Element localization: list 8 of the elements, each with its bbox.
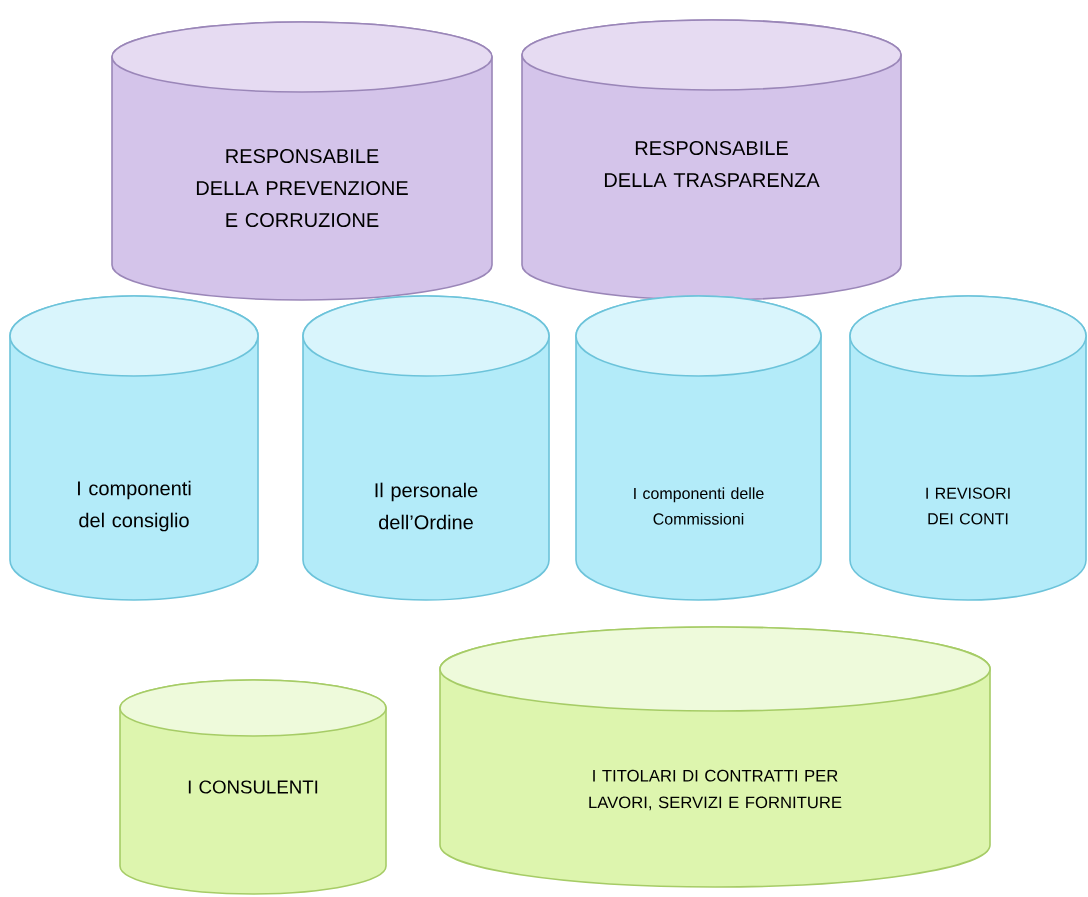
storage-cylinder: I componenti del consiglio <box>9 295 259 601</box>
storage-cylinder: I REVISORI DEI CONTI <box>849 295 1087 601</box>
storage-cylinder: RESPONSABILE DELLA PREVENZIONE E CORRUZIONE <box>111 21 493 301</box>
storage-cylinder: I CONSULENTI <box>119 679 387 895</box>
storage-cylinder: RESPONSABILE DELLA TRASPARENZA <box>521 19 902 301</box>
storage-cylinder: I componenti delle Commissioni <box>575 295 822 601</box>
storage-cylinder: Il personale dell’Ordine <box>302 295 550 601</box>
storage-cylinder: I TITOLARI DI CONTRATTI PER LAVORI, SERVIZI E FORNITURE <box>439 626 991 888</box>
